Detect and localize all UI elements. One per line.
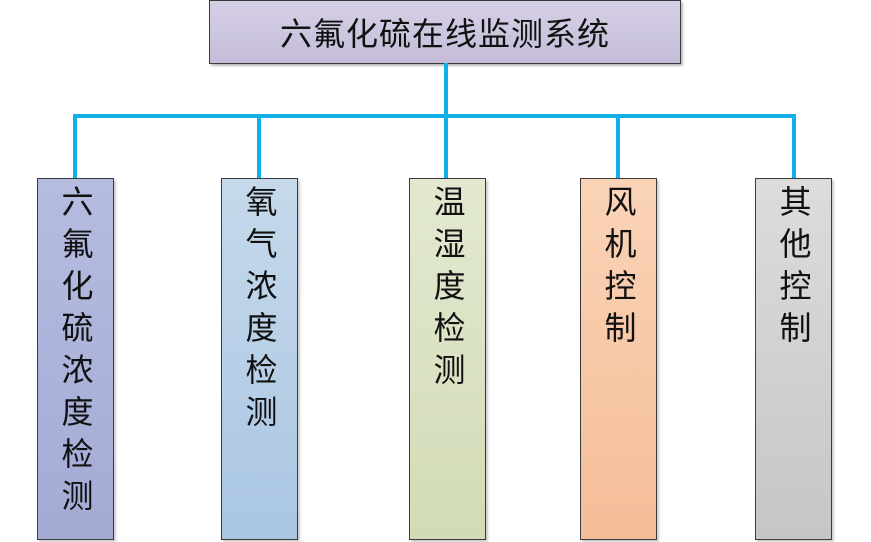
child-connector-5 [792, 114, 796, 178]
node-label: 其他控制 [774, 185, 813, 353]
root-label: 六氟化硫在线监测系统 [279, 15, 610, 53]
node-fan-control: 风机控制 [580, 178, 657, 540]
node-sf6-concentration: 六氟化硫浓度检测 [37, 178, 114, 540]
child-connector-2 [257, 114, 261, 178]
child-connector-4 [616, 114, 620, 178]
node-label: 氧气浓度检测 [240, 185, 279, 437]
horizontal-connector [73, 114, 796, 118]
node-label: 六氟化硫浓度检测 [56, 185, 95, 521]
node-oxygen-concentration: 氧气浓度检测 [221, 178, 298, 540]
node-temperature-humidity: 温湿度检测 [409, 178, 486, 540]
root-connector [444, 63, 448, 118]
node-other-control: 其他控制 [755, 178, 832, 540]
node-label: 风机控制 [599, 185, 638, 353]
root-node: 六氟化硫在线监测系统 [209, 0, 681, 64]
child-connector-1 [73, 114, 77, 178]
child-connector-3 [444, 114, 448, 178]
node-label: 温湿度检测 [428, 185, 467, 395]
